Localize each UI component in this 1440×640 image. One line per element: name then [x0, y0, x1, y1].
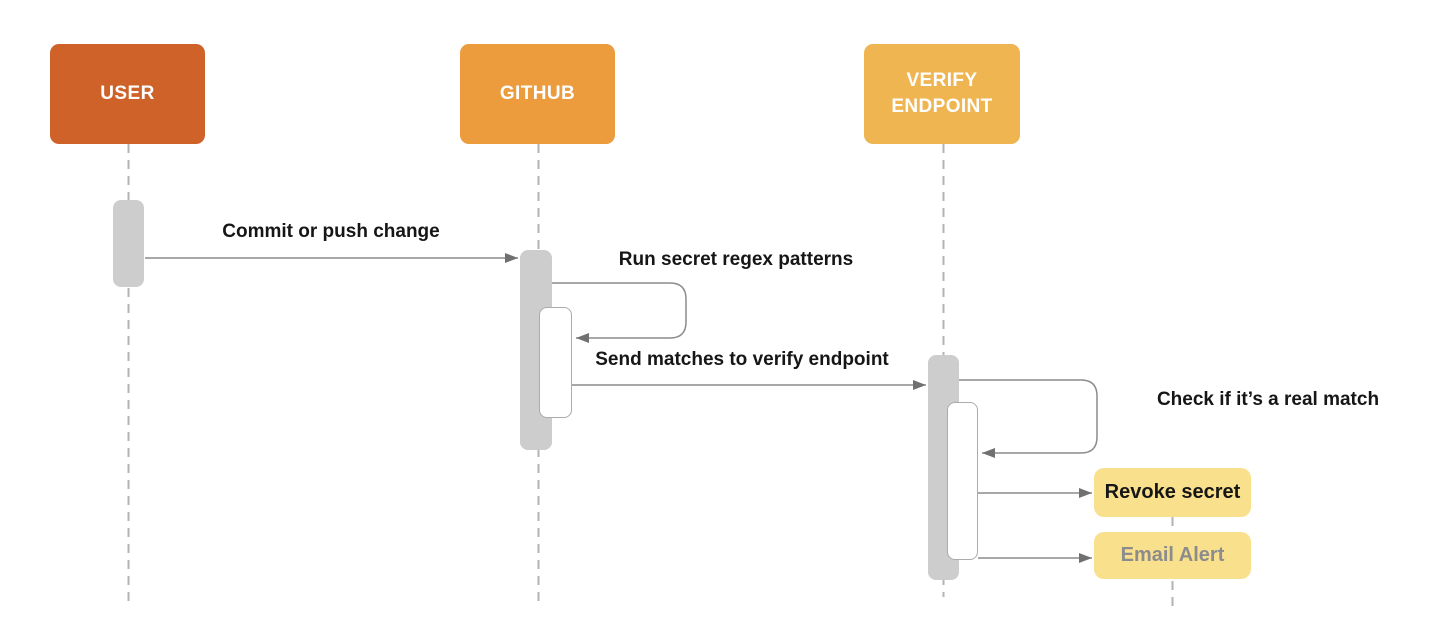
actor-github-label: GITHUB [499, 83, 576, 105]
message-label-check-match: Check if it’s a real match [1156, 389, 1380, 410]
note-email-alert-label: Email Alert [1120, 544, 1225, 566]
activation-bar-verify-nested [947, 402, 978, 560]
note-revoke-secret-label: Revoke secret [1104, 481, 1241, 503]
actor-github: GITHUB [460, 44, 615, 144]
actor-verify-endpoint: VERIFY ENDPOINT [864, 44, 1020, 144]
note-revoke-secret: Revoke secret [1094, 468, 1251, 517]
activation-bar-user [113, 200, 144, 287]
activation-bar-github-nested [539, 307, 572, 418]
actor-verify-endpoint-label: VERIFY ENDPOINT [891, 70, 993, 117]
note-email-alert: Email Alert [1094, 532, 1251, 579]
actor-user-label: USER [100, 83, 155, 105]
self-loop-arrow-github [552, 282, 687, 343]
actor-user: USER [50, 44, 205, 144]
message-label-commit: Commit or push change [222, 221, 440, 242]
message-label-send-matches: Send matches to verify endpoint [595, 349, 889, 370]
self-loop-arrow-verify [959, 379, 1098, 458]
message-label-run-regex: Run secret regex patterns [618, 249, 854, 270]
